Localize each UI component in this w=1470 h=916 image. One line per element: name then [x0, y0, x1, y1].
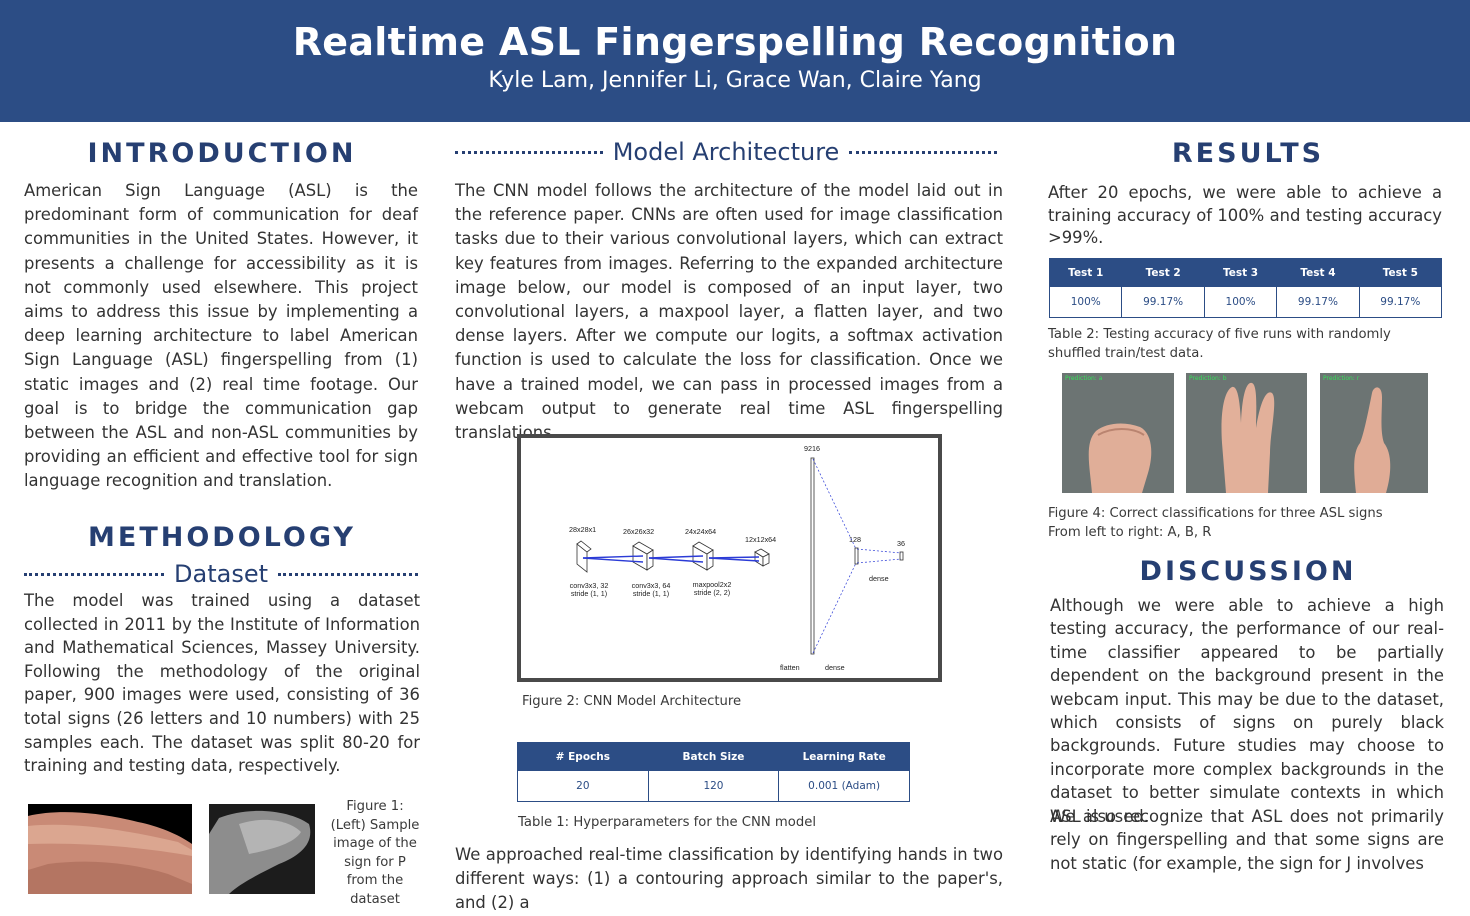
table-cell: 0.001 (Adam)	[778, 770, 910, 802]
op-label-conv2-a: conv3x3, 64	[632, 581, 671, 590]
left-column: INTRODUCTION American Sign Language (ASL…	[24, 122, 420, 907]
table-header-cell: Test 2	[1121, 258, 1205, 287]
figure4-caption-line2: From left to right: A, B, R	[1048, 525, 1212, 540]
right-column: RESULTS After 20 epochs, we were able to…	[1048, 122, 1444, 880]
table-header-row: # Epochs Batch Size Learning Rate	[517, 742, 910, 771]
dotted-rule-left	[24, 572, 165, 576]
poster-authors: Kyle Lam, Jennifer Li, Grace Wan, Claire…	[488, 68, 982, 93]
dotted-rule-right	[849, 150, 997, 154]
hand-grayscale-image	[209, 804, 315, 894]
op-label-pool-a: maxpool2x2	[693, 580, 732, 589]
layer-label-conv1: 26x26x32	[623, 527, 654, 536]
table-header-row: Test 1 Test 2 Test 3 Test 4 Test 5	[1048, 258, 1443, 287]
hand-sign-b-image	[1186, 373, 1307, 493]
poster-header: Realtime ASL Fingerspelling Recognition …	[0, 0, 1470, 122]
table-cell: 100%	[1048, 286, 1123, 318]
introduction-heading: INTRODUCTION	[87, 138, 357, 169]
table-row: 100% 99.17% 100% 99.17% 99.17%	[1048, 286, 1443, 318]
introduction-text: American Sign Language (ASL) is the pred…	[24, 181, 418, 491]
model-architecture-heading-label: Model Architecture	[612, 138, 840, 166]
table-header-cell: Learning Rate	[778, 742, 910, 771]
hyperparameter-table: # Epochs Batch Size Learning Rate 20 120…	[517, 742, 910, 802]
layer-label-input: 28x28x1	[569, 525, 596, 534]
dataset-text: The model was trained using a dataset co…	[24, 591, 420, 776]
layer-label-conv2: 24x24x64	[685, 527, 716, 536]
table-row: 20 120 0.001 (Adam)	[517, 770, 910, 802]
op-label-conv2-b: stride (1, 1)	[633, 589, 669, 598]
prediction-label-a: Prediction: a	[1065, 375, 1103, 382]
testing-accuracy-table: Test 1 Test 2 Test 3 Test 4 Test 5 100% …	[1048, 258, 1443, 318]
prediction-photo-a: Prediction: a	[1062, 373, 1174, 493]
table-header-cell: Batch Size	[647, 742, 780, 771]
discussion-text: Although we were able to achieve a high …	[1050, 596, 1444, 826]
dotted-rule-left	[455, 150, 603, 154]
op-label-conv1-b: stride (1, 1)	[571, 589, 607, 598]
prediction-photo-b: Prediction: b	[1186, 373, 1307, 493]
layer-label-flatten: 9216	[804, 444, 820, 453]
dotted-rule-right	[278, 572, 419, 576]
hand-sign-r-image	[1320, 373, 1428, 493]
model-architecture-text: The CNN model follows the architecture o…	[455, 181, 1003, 443]
label-dense: dense	[869, 574, 889, 583]
prediction-label-r: Prediction: r	[1323, 375, 1360, 382]
poster-title: Realtime ASL Fingerspelling Recognition	[292, 20, 1178, 64]
table-header-cell: Test 3	[1203, 258, 1278, 287]
op-label-conv1-a: conv3x3, 32	[570, 581, 609, 590]
dataset-heading: Dataset	[24, 560, 419, 588]
table-cell: 99.17%	[1276, 286, 1360, 318]
figure2-caption: Figure 2: CNN Model Architecture	[522, 694, 742, 709]
discussion-text-2: We also recognize that ASL does not prim…	[1050, 807, 1444, 873]
table-header-cell: Test 4	[1276, 258, 1360, 287]
table-header-cell: # Epochs	[517, 742, 649, 771]
dataset-heading-label: Dataset	[174, 560, 268, 588]
results-heading: RESULTS	[1171, 138, 1325, 169]
figure1-caption: Figure 1: (Left) Sample image of the sig…	[330, 799, 420, 907]
table-header-cell: Test 1	[1048, 258, 1123, 287]
methodology-heading: METHODOLOGY	[88, 522, 356, 553]
bottom-label-dense: dense	[825, 663, 845, 672]
model-architecture-heading: Model Architecture	[455, 138, 997, 166]
table-cell: 99.17%	[1121, 286, 1205, 318]
hand-sign-a-image	[1062, 373, 1174, 493]
middle-column: Model Architecture The CNN model follows…	[455, 122, 1005, 912]
prediction-photo-r: Prediction: r	[1320, 373, 1428, 493]
table-header-cell: Test 5	[1358, 258, 1443, 287]
table-cell: 99.17%	[1358, 286, 1443, 318]
model-architecture-text-2: We approached real-time classification b…	[455, 845, 1003, 913]
table-cell: 120	[647, 770, 780, 802]
table-cell: 20	[517, 770, 649, 802]
hand-p-sign-image	[28, 812, 192, 894]
table-cell: 100%	[1203, 286, 1278, 318]
op-label-pool-b: stride (2, 2)	[694, 588, 730, 597]
discussion-heading: DISCUSSION	[1139, 556, 1357, 587]
cnn-architecture-diagram: 28x28x1 26x26x32 24x24x64 12x12x64 9216 …	[517, 434, 942, 682]
results-text: After 20 epochs, we were able to achieve…	[1048, 183, 1442, 247]
figure4-caption-line1: Figure 4: Correct classifications for th…	[1048, 506, 1383, 521]
table1-caption: Table 1: Hyperparameters for the CNN mod…	[518, 815, 816, 830]
layer-label-dense2: 36	[897, 539, 905, 548]
cnn-architecture-svg: 28x28x1 26x26x32 24x24x64 12x12x64 9216 …	[569, 444, 905, 672]
prediction-label-b: Prediction: b	[1189, 375, 1227, 382]
table2-caption: Table 2: Testing accuracy of five runs w…	[1048, 327, 1391, 361]
bottom-label-flatten: flatten	[780, 663, 800, 672]
layer-label-dense1: 128	[849, 535, 861, 544]
figure1-grayscale-image	[209, 804, 315, 894]
figure1-color-image	[28, 804, 192, 894]
layer-label-pool: 12x12x64	[745, 535, 776, 544]
